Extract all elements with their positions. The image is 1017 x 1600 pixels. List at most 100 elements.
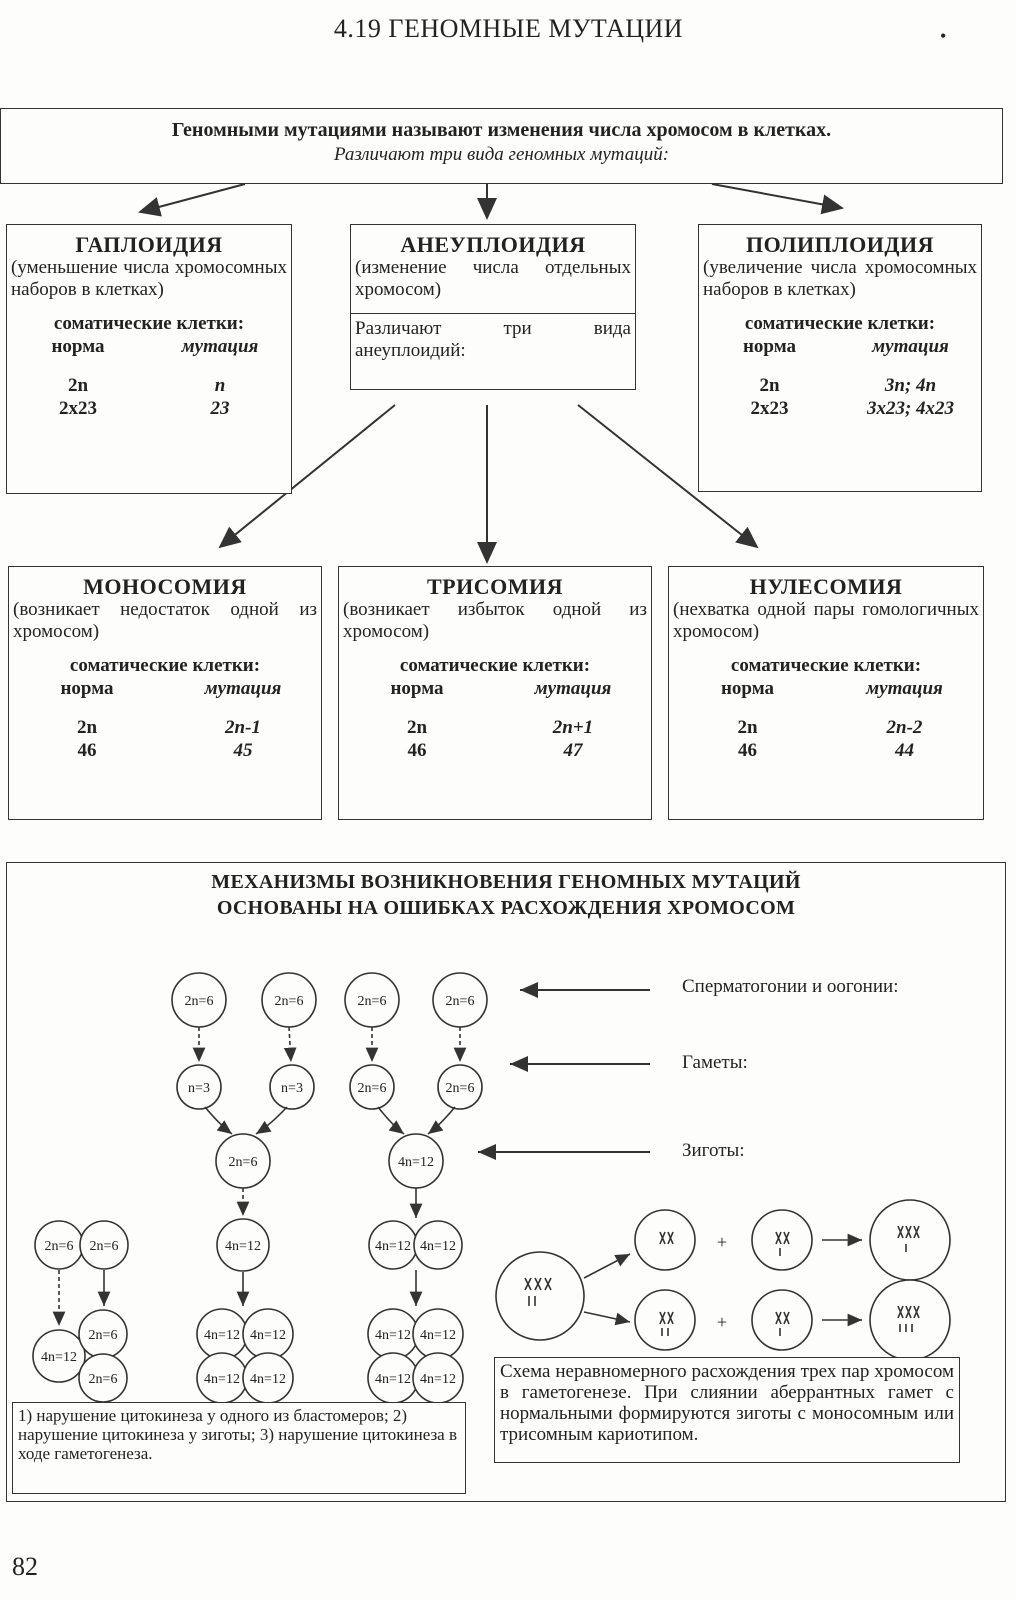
svg-text:4n=12: 4n=12 (420, 1239, 456, 1254)
cell-label: 2n=6 (275, 994, 304, 1009)
mutation-label: мутация (872, 336, 949, 357)
gamete-circle (437, 1064, 483, 1110)
svg-text:4n=12: 4n=12 (250, 1328, 286, 1343)
monosomy-title: МОНОСОМИЯ (83, 574, 247, 599)
svg-text:4n=12: 4n=12 (375, 1372, 411, 1387)
svg-text:4n=12: 4n=12 (204, 1372, 240, 1387)
mutation-value: n (214, 375, 226, 396)
cell-label: 2n=6 (446, 994, 475, 1009)
page-number: 82 (12, 1552, 38, 1581)
polyploidy-soma-label: соматические клетки: (744, 313, 936, 334)
norm-label: норма (390, 678, 444, 699)
trisomy-desc: (возникает избыток одной из хромосом) (343, 599, 647, 642)
plus-sign: + (717, 1232, 727, 1252)
haploidy-card: ГАПЛОИДИЯ (уменьшение числа хромосомных … (6, 224, 292, 494)
nullisomy-soma-label: соматические клетки: (730, 655, 922, 676)
norm-value: 2x23 (58, 398, 97, 419)
flow-arrows (138, 183, 844, 564)
zygote-label: 2n=6 (229, 1155, 258, 1170)
aneuploidy-card: АНЕУПЛОИДИЯ (изменение числа отдельных х… (350, 224, 636, 390)
polyploidy-desc: (увеличение числа хромосомных наборов в … (703, 257, 977, 300)
gamete-label: 2n=6 (446, 1081, 475, 1096)
mutation-value: 47 (563, 740, 583, 761)
svg-text:4n=12: 4n=12 (225, 1239, 261, 1254)
monosomy-desc: (возникает недостаток одной из хромосом) (13, 599, 317, 642)
mutation-label: мутация (181, 336, 259, 357)
norm-value: 2n (737, 717, 758, 738)
plus-sign: + (717, 1312, 727, 1332)
cell-label: 2n=6 (358, 994, 387, 1009)
haploidy-title: ГАПЛОИДИЯ (75, 232, 223, 257)
norm-label: норма (720, 678, 775, 699)
svg-text:4n=12: 4n=12 (250, 1372, 286, 1387)
monosomy-soma-label: соматические клетки: (69, 655, 261, 676)
mutation-value: 45 (233, 740, 253, 761)
svg-text:4n=12: 4n=12 (420, 1328, 456, 1343)
mutation-value: 3n; 4n (884, 375, 937, 396)
arrow-polyploidy (711, 183, 844, 215)
norm-value: 2n (76, 717, 98, 738)
mutation-value: 23 (210, 398, 230, 419)
gamete-label: 2n=6 (358, 1081, 387, 1096)
norm-label: норма (742, 336, 797, 357)
label-zygotes: Зиготы: (682, 1140, 745, 1161)
haploidy-soma-label: соматические клетки: (53, 313, 245, 334)
svg-text:2n=6: 2n=6 (45, 1239, 74, 1254)
svg-text:2n=6: 2n=6 (89, 1328, 118, 1343)
nullisomy-desc: (нехватка одной пары гомологичных хромос… (673, 599, 979, 642)
norm-value: 2n (759, 375, 780, 396)
norm-value: 2n (406, 717, 428, 738)
norm-value: 46 (407, 740, 427, 761)
aneuploidy-desc: (изменение числа отдельных хромосом) (355, 257, 631, 300)
norm-value: 46 (737, 740, 757, 761)
polyploidy-card: ПОЛИПЛОИДИЯ (увеличение числа хромосомны… (698, 224, 982, 492)
page-bullet: • (940, 26, 947, 46)
mechanisms-title-2: ОСНОВАНЫ НА ОШИБКАХ РАСХОЖДЕНИЯ ХРОМОСОМ (216, 897, 796, 919)
haploidy-desc: (уменьшение числа хромосомных наборов в … (11, 257, 287, 300)
nullisomy-title: НУЛЕСОМИЯ (749, 574, 903, 599)
caption-cytokinesis: 1) нарушение цитокинеза у одного из блас… (12, 1402, 466, 1494)
aneuploidy-title: АНЕУПЛОИДИЯ (400, 232, 586, 257)
gamete-label: n=3 (281, 1081, 303, 1096)
mutation-label: мутация (866, 678, 943, 699)
polyploidy-title: ПОЛИПЛОИДИЯ (746, 232, 934, 257)
nullisomy-card: НУЛЕСОМИЯ (нехватка одной пары гомологич… (668, 566, 984, 820)
arrow-haploidy (138, 183, 246, 217)
svg-text:2n=6: 2n=6 (90, 1239, 119, 1254)
label-gametes: Гаметы: (682, 1052, 748, 1073)
mutation-value: 2n+1 (552, 717, 594, 738)
norm-value: 2n (67, 375, 89, 396)
gamete-circle (349, 1064, 395, 1110)
svg-text:4n=12: 4n=12 (420, 1372, 456, 1387)
arrow-monosomy (218, 404, 396, 549)
trisomy-soma-label: соматические клетки: (399, 655, 591, 676)
definition-box: Геномными мутациями называют изменения ч… (0, 108, 1003, 184)
mutation-value: 3x23; 4x23 (866, 398, 955, 419)
svg-text:4n=12: 4n=12 (204, 1328, 240, 1343)
cell-label: 2n=6 (185, 994, 214, 1009)
mechanisms-title-1: МЕХАНИЗМЫ ВОЗНИКНОВЕНИЯ ГЕНОМНЫХ МУТАЦИЙ (211, 871, 801, 893)
mutation-value: 2n-1 (225, 717, 261, 738)
norm-value: 2x23 (750, 398, 789, 419)
norm-value: 46 (77, 740, 97, 761)
gamete-circle (269, 1064, 315, 1110)
zygote-label: 4n=12 (398, 1155, 434, 1170)
norm-label: норма (60, 678, 114, 699)
norm-label: норма (51, 336, 105, 357)
trisomy-title: ТРИСОМИЯ (427, 574, 563, 599)
mutation-label: мутация (534, 678, 612, 699)
definition-subtitle: Различают три вида геномных мутаций: (333, 144, 670, 165)
mutation-value: 44 (894, 740, 914, 761)
monosomy-card: МОНОСОМИЯ (возникает недостаток одной из… (8, 566, 322, 820)
aneuploidy-note: Различают три вида анеуплоидий: (351, 313, 635, 362)
svg-text:4n=12: 4n=12 (375, 1239, 411, 1254)
mutation-label: мутация (204, 678, 282, 699)
definition-text: Геномными мутациями называют изменения ч… (171, 119, 832, 141)
trisomy-card: ТРИСОМИЯ (возникает избыток одной из хро… (338, 566, 652, 820)
caption-scheme: Схема неравномерного расхождения трех па… (494, 1357, 960, 1463)
page-title: 4.19 ГЕНОМНЫЕ МУТАЦИИ (333, 14, 684, 43)
gamete-label: n=3 (188, 1081, 210, 1096)
gamete-circle (176, 1064, 222, 1110)
svg-text:4n=12: 4n=12 (375, 1328, 411, 1343)
